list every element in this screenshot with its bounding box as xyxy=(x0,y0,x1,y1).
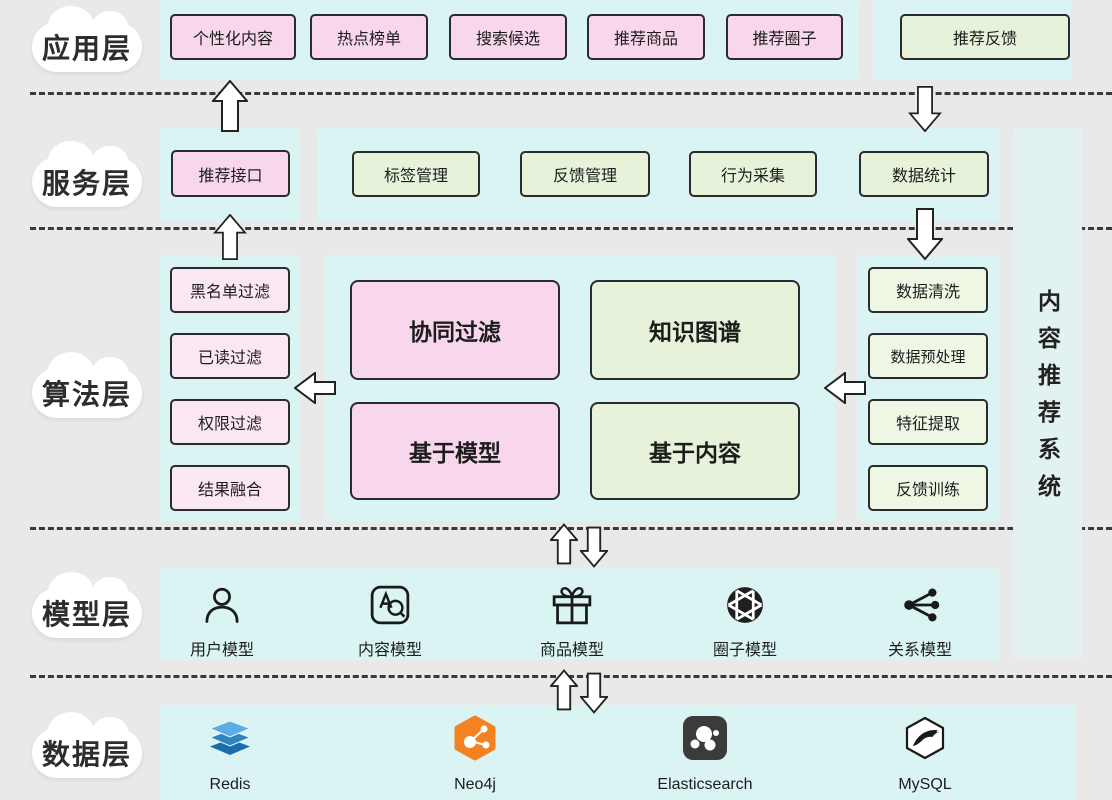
layer-label-model: 模型层 xyxy=(32,572,142,638)
layer-label-service-text: 服务层 xyxy=(41,168,132,199)
separator-model-data xyxy=(30,675,1112,678)
arrow-up-algorithm-to-service-icon xyxy=(212,213,248,260)
separator-app-service xyxy=(30,92,1112,95)
layer-label-service: 服务层 xyxy=(32,141,142,207)
redis-icon xyxy=(206,714,254,767)
box-read-filter: 已读过滤 xyxy=(170,333,290,379)
layer-label-app: 应用层 xyxy=(32,6,142,72)
box-recommend-feedback: 推荐反馈 xyxy=(900,14,1070,60)
model-label-content: 内容模型 xyxy=(357,642,422,659)
box-feature-extraction: 特征提取 xyxy=(868,399,988,445)
arrow-left-core-to-filters-icon xyxy=(293,371,336,405)
separator-service-algorithm xyxy=(30,227,1112,230)
neo4j-icon xyxy=(451,714,499,767)
arrow-down-statistics-to-cleaning-icon xyxy=(905,206,945,262)
model-label-relation: 关系模型 xyxy=(887,642,952,659)
box-content-based: 基于内容 xyxy=(590,402,800,500)
box-result-fusion: 结果融合 xyxy=(170,465,290,511)
layer-label-app-text: 应用层 xyxy=(41,33,132,64)
layer-label-data: 数据层 xyxy=(32,712,142,778)
box-collaborative-filtering: 协同过滤 xyxy=(350,280,560,380)
box-behavior-collection: 行为采集 xyxy=(689,151,817,197)
model-label-user: 用户模型 xyxy=(189,642,254,659)
data-label-mysql: MySQL xyxy=(898,776,952,793)
box-blacklist-filter: 黑名单过滤 xyxy=(170,267,290,313)
arrow-down-model-to-data-icon xyxy=(578,671,610,715)
box-tag-management: 标签管理 xyxy=(352,151,480,197)
model-label-circle: 圈子模型 xyxy=(712,642,777,659)
box-model-based: 基于模型 xyxy=(350,402,560,500)
translate-icon xyxy=(368,583,412,632)
box-data-preprocessing: 数据预处理 xyxy=(868,333,988,379)
layer-label-model-text: 模型层 xyxy=(41,599,132,630)
box-feedback-management: 反馈管理 xyxy=(520,151,650,197)
model-layer-panel xyxy=(160,568,1000,660)
graph-icon xyxy=(898,583,942,632)
data-label-neo4j: Neo4j xyxy=(454,776,496,793)
layer-label-algorithm: 算法层 xyxy=(32,352,142,418)
gift-icon xyxy=(550,583,594,632)
aperture-icon xyxy=(723,583,767,632)
layer-label-algorithm-text: 算法层 xyxy=(41,379,132,410)
box-data-statistics: 数据统计 xyxy=(859,151,989,197)
arrow-down-feedback-to-statistics-icon xyxy=(907,86,943,133)
model-label-product: 商品模型 xyxy=(539,642,604,659)
box-feedback-training: 反馈训练 xyxy=(868,465,988,511)
box-search-candidates: 搜索候选 xyxy=(449,14,567,60)
data-label-elasticsearch: Elasticsearch xyxy=(657,776,753,793)
box-permission-filter: 权限过滤 xyxy=(170,399,290,445)
box-data-cleaning: 数据清洗 xyxy=(868,267,988,313)
arrow-left-pipeline-to-core-icon xyxy=(823,371,866,405)
separator-algorithm-model xyxy=(30,527,1112,530)
arrow-up-service-to-app-icon xyxy=(210,79,250,132)
layer-label-data-text: 数据层 xyxy=(41,739,132,770)
box-recommend-api: 推荐接口 xyxy=(171,150,290,197)
box-hot-list: 热点榜单 xyxy=(310,14,428,60)
box-knowledge-graph: 知识图谱 xyxy=(590,280,800,380)
arrow-up-data-to-model-icon xyxy=(548,668,580,712)
data-label-redis: Redis xyxy=(209,776,251,793)
user-icon xyxy=(200,583,244,632)
system-title: 内容推荐系统 xyxy=(1034,289,1061,511)
box-recommend-products: 推荐商品 xyxy=(587,14,705,60)
elasticsearch-icon xyxy=(681,714,729,767)
arrow-down-algorithm-to-model-icon xyxy=(578,524,610,570)
box-personalized-content: 个性化内容 xyxy=(170,14,296,60)
box-recommend-circles: 推荐圈子 xyxy=(726,14,843,60)
mysql-icon xyxy=(901,714,949,767)
arrow-up-model-to-algorithm-icon xyxy=(548,521,580,567)
system-title-band xyxy=(1013,128,1082,658)
